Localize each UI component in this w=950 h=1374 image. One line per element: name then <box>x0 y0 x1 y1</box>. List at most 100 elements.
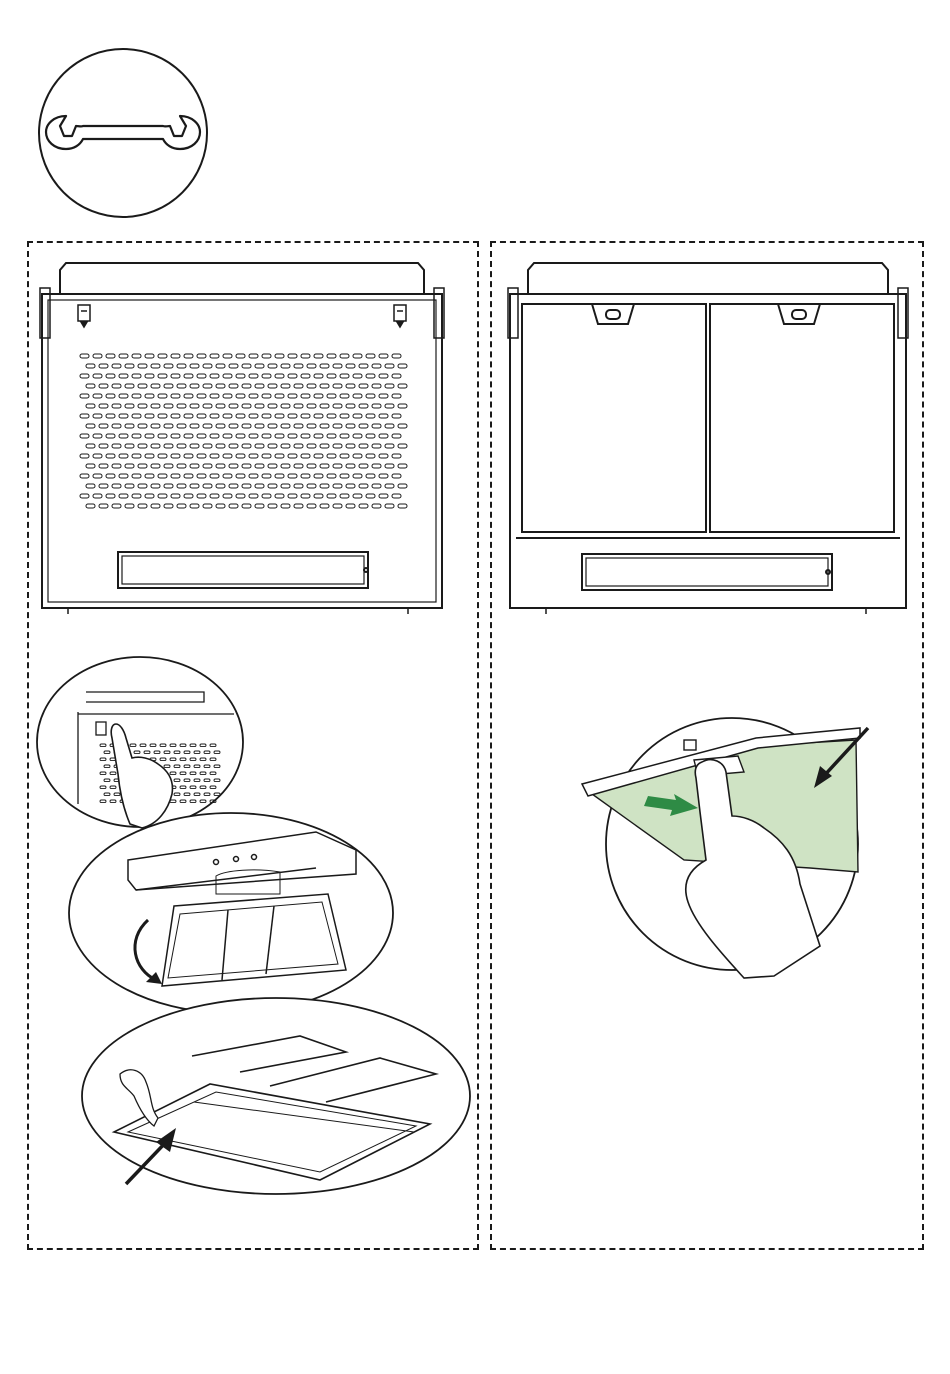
perforation-slot <box>249 394 258 398</box>
perforation-slot <box>242 404 251 408</box>
perforation-slot <box>151 384 160 388</box>
perforation-slot <box>171 354 180 358</box>
perforation-slot <box>281 364 290 368</box>
perforation-slot <box>145 454 154 458</box>
perforation-slot <box>346 444 355 448</box>
perforation-slot <box>119 354 128 358</box>
perforation-slot <box>112 504 121 508</box>
perforation-slot <box>177 404 186 408</box>
perforation-slot <box>203 484 212 488</box>
perforation-slot <box>242 424 251 428</box>
perforation-slot <box>327 434 336 438</box>
perforation-slot <box>366 474 375 478</box>
hood-charcoal <box>506 258 910 614</box>
perforation-slot <box>138 464 147 468</box>
perforation-slot <box>106 474 115 478</box>
perforation-slot <box>268 384 277 388</box>
perforation-slot <box>314 414 323 418</box>
perforation-slot <box>203 464 212 468</box>
detail-press-latch <box>34 654 246 830</box>
perforation-slot <box>229 404 238 408</box>
perforation-slot <box>203 424 212 428</box>
perforation-slot <box>229 424 238 428</box>
perforation-slot <box>158 494 167 498</box>
perforation-slot <box>210 474 219 478</box>
perforation-slot <box>132 374 141 378</box>
perforation-slot <box>340 434 349 438</box>
perforation-slot <box>314 494 323 498</box>
perforation-slot <box>197 494 206 498</box>
perforation-slot <box>197 474 206 478</box>
perforation-slot <box>366 494 375 498</box>
latch-left <box>78 305 90 327</box>
perforation-slot <box>99 484 108 488</box>
perforation-slot <box>106 494 115 498</box>
perforation-slot <box>340 474 349 478</box>
perforation-slot <box>359 504 368 508</box>
perforation-slot <box>307 424 316 428</box>
perforation-slot <box>346 404 355 408</box>
perforation-slot <box>223 374 232 378</box>
perforation-slot <box>275 374 284 378</box>
perforation-slot <box>190 424 199 428</box>
perforation-slot <box>203 364 212 368</box>
perforation-slot <box>210 494 219 498</box>
perforation-slot <box>99 464 108 468</box>
perforation-slot <box>353 414 362 418</box>
perforation-slot <box>268 444 277 448</box>
perforation-slot <box>281 424 290 428</box>
perforation-slot <box>353 454 362 458</box>
perforation-slot <box>132 434 141 438</box>
perforation-slot <box>346 484 355 488</box>
perforation-slot <box>132 494 141 498</box>
perforation-slot <box>281 464 290 468</box>
perforation-slot <box>177 424 186 428</box>
perforation-slot <box>184 394 193 398</box>
perforation-slot <box>301 394 310 398</box>
perforation-slot <box>242 504 251 508</box>
perforation-slot <box>138 404 147 408</box>
perforation-slot <box>340 494 349 498</box>
perforation-slot <box>294 484 303 488</box>
perforation-slot <box>255 364 264 368</box>
perforation-slot <box>301 474 310 478</box>
perforation-slot <box>275 354 284 358</box>
perforation-slot <box>197 454 206 458</box>
perforation-slot <box>294 424 303 428</box>
perforation-slot <box>229 444 238 448</box>
perforation-slot <box>184 454 193 458</box>
perforation-slot <box>320 384 329 388</box>
perforation-slot <box>216 364 225 368</box>
perforation-slot <box>385 464 394 468</box>
perforation-slot <box>379 394 388 398</box>
perforation-slot <box>223 414 232 418</box>
perforation-slot <box>294 364 303 368</box>
perforation-slot <box>346 424 355 428</box>
perforation-slot <box>288 434 297 438</box>
perforation-slot <box>281 444 290 448</box>
perforation-slot <box>275 474 284 478</box>
perforation-slot <box>340 354 349 358</box>
perforation-slot <box>346 384 355 388</box>
perforation-slot <box>392 354 401 358</box>
perforation-slot <box>320 404 329 408</box>
perforation-slot <box>359 464 368 468</box>
perforation-slot <box>333 364 342 368</box>
perforation-slot <box>366 454 375 458</box>
perforation-slot <box>177 364 186 368</box>
perforation-slot <box>379 454 388 458</box>
perforation-slot <box>307 404 316 408</box>
perforation-slot <box>93 394 102 398</box>
perforation-slot <box>392 494 401 498</box>
perforation-slot <box>366 414 375 418</box>
perforation-slot <box>268 424 277 428</box>
perforation-slot <box>333 444 342 448</box>
perforation-slot <box>398 444 407 448</box>
perforation-slot <box>372 444 381 448</box>
perforation-slot <box>398 504 407 508</box>
perforation-slot <box>281 484 290 488</box>
perforation-slot <box>327 474 336 478</box>
perforation-slot <box>236 354 245 358</box>
perforation-slot <box>151 484 160 488</box>
perforation-slot <box>145 434 154 438</box>
